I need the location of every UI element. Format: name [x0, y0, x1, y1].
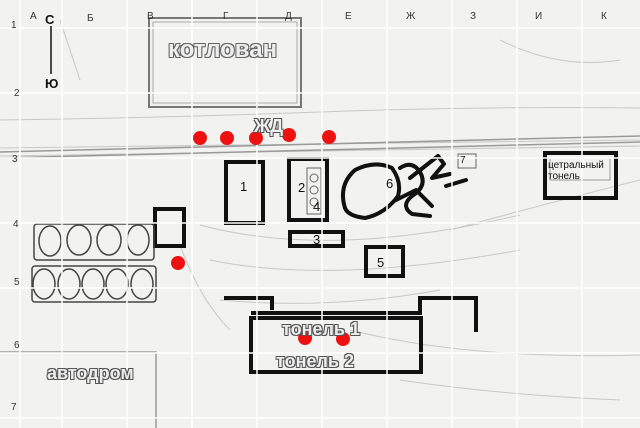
grid-col-label: Б	[87, 13, 94, 24]
central-tunnel-label-2: тонель	[548, 171, 580, 182]
building-5-label: 5	[377, 255, 385, 270]
grid-col-label: З	[470, 11, 477, 22]
central-tunnel-label: цетральный	[548, 160, 604, 171]
grid-col-label: Ж	[406, 11, 416, 22]
autodrome-outline	[0, 351, 157, 428]
compass-north: С	[45, 12, 55, 27]
marker-tunnel-1[interactable]	[298, 331, 312, 345]
grid-col-label: И	[535, 11, 543, 22]
grid-row-label: 1	[11, 20, 17, 31]
autodrome-label: автодром	[47, 363, 134, 383]
grid-col-label: К	[601, 11, 607, 22]
tunnel-1-label: тонель 1	[282, 319, 360, 339]
small-building-outline	[153, 207, 186, 248]
grid-col-label: Е	[345, 11, 352, 22]
grid-col-label: В	[147, 11, 154, 22]
building-5-outline	[364, 245, 405, 278]
container-group-lower	[31, 265, 157, 303]
central-tunnel-outline	[543, 151, 618, 200]
compass-south: Ю	[45, 76, 59, 91]
grid-row-label: 6	[14, 340, 20, 351]
terrain-texture	[0, 19, 640, 401]
building-6-label: 6	[386, 176, 394, 191]
tunnel-2-label: тонель 2	[276, 351, 354, 371]
pit-label: котлован	[168, 36, 278, 63]
marker-rail-1[interactable]	[193, 131, 207, 145]
building-3-label: 3	[313, 232, 321, 247]
markers	[171, 128, 350, 346]
building-1-label: 1	[240, 179, 248, 194]
marker-tunnel-2[interactable]	[336, 332, 350, 346]
railway-label: ЖД	[254, 116, 284, 136]
grid-row-label: 2	[14, 88, 20, 99]
building-2-4-outline	[287, 157, 329, 222]
ramp-outline	[224, 296, 274, 310]
container-group-upper	[33, 223, 155, 261]
tunnel-1-outline	[251, 296, 478, 332]
building-2-label: 2	[298, 180, 306, 195]
grid-row-label: 4	[13, 219, 19, 230]
grid-row-label: 3	[12, 154, 18, 165]
grid-col-label: А	[30, 11, 37, 22]
building-6-outline	[341, 154, 468, 220]
building-4-label: 4	[313, 199, 321, 214]
buildings	[153, 151, 618, 374]
marker-containers[interactable]	[171, 256, 185, 270]
building-7-label: 7	[460, 155, 466, 166]
grid-col-label: Д	[285, 11, 292, 22]
pit-outline	[148, 17, 302, 108]
railway	[0, 135, 640, 159]
marker-rail-4[interactable]	[282, 128, 296, 142]
tunnel-2-outline	[249, 316, 423, 374]
marker-rail-3[interactable]	[249, 131, 263, 145]
grid-row-label: 5	[14, 277, 20, 288]
grid-row-label: 7	[11, 402, 17, 413]
marker-rail-2[interactable]	[220, 131, 234, 145]
marker-rail-5[interactable]	[322, 130, 336, 144]
grid-col-label: Г	[223, 11, 229, 22]
building-3-outline	[288, 230, 345, 248]
